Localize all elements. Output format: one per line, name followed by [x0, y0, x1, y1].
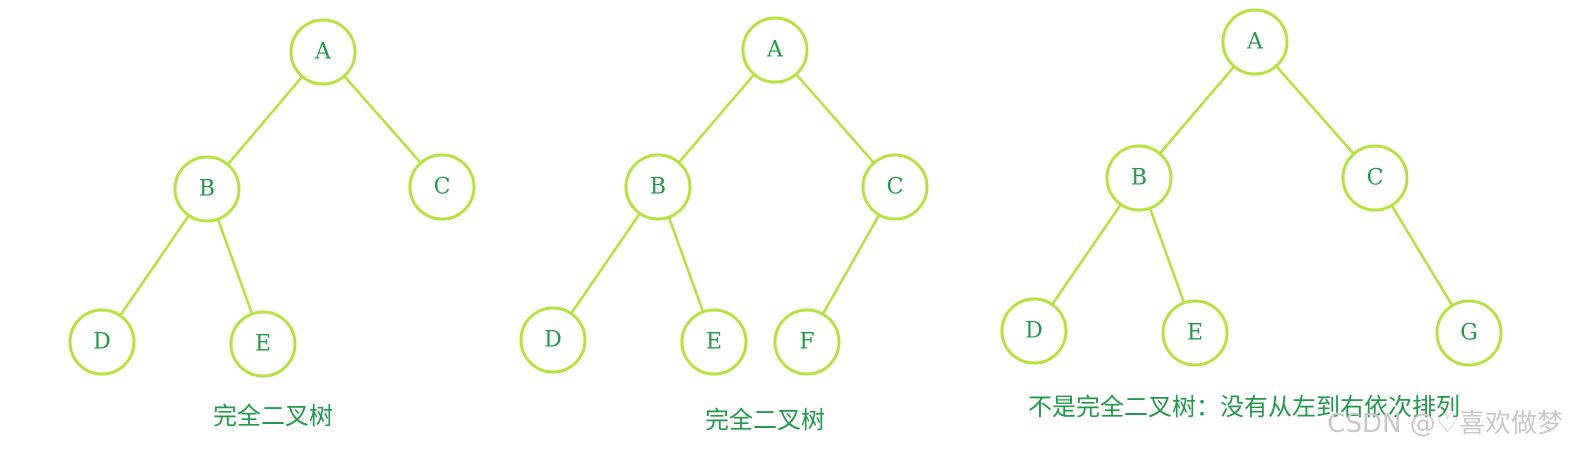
node-E: E: [680, 308, 748, 376]
node-D: D: [1000, 297, 1068, 365]
node-circle: [1341, 144, 1409, 212]
node-A: A: [741, 16, 809, 84]
node-circle: [680, 308, 748, 376]
node-label: A: [314, 40, 332, 65]
node-B: B: [1105, 144, 1173, 212]
node-circle: [624, 153, 692, 221]
caption-tree-2: 完全二叉树: [705, 406, 825, 434]
node-label: F: [799, 330, 814, 355]
node-A: A: [1221, 8, 1289, 76]
watermark: CSDN @♡喜欢做梦: [1327, 409, 1563, 439]
node-C: C: [408, 153, 476, 221]
edge-B-D: [569, 212, 642, 315]
edge-A-C: [1274, 64, 1356, 156]
node-label: D: [93, 330, 111, 355]
node-label: C: [1367, 166, 1384, 191]
node-label: A: [1246, 30, 1264, 55]
edge-A-B: [1158, 65, 1236, 155]
tree-2: A B C D E F: [519, 16, 929, 376]
node-label: B: [1131, 166, 1147, 191]
edge-B-D: [118, 214, 191, 317]
node-label: B: [650, 175, 666, 200]
node-label: E: [706, 330, 722, 355]
node-label: A: [766, 38, 784, 63]
node-circle: [741, 16, 809, 84]
node-circle: [1435, 299, 1503, 367]
node-label: E: [255, 332, 271, 357]
node-label: D: [1025, 319, 1043, 344]
node-label: D: [544, 328, 562, 353]
edge-B-E: [216, 217, 254, 316]
node-label: C: [887, 175, 904, 200]
node-G: G: [1435, 299, 1503, 367]
node-circle: [519, 306, 587, 374]
node-D: D: [68, 308, 136, 376]
edge-C-F: [821, 213, 881, 316]
node-circle: [173, 155, 241, 223]
node-B: B: [173, 155, 241, 223]
node-circle: [408, 153, 476, 221]
caption-tree-1: 完全二叉树: [213, 402, 333, 430]
node-E: E: [1161, 299, 1229, 367]
node-label: C: [434, 175, 451, 200]
node-label: B: [199, 177, 215, 202]
node-B: B: [624, 153, 692, 221]
node-circle: [229, 310, 297, 378]
node-label: G: [1460, 321, 1478, 346]
edge-B-E: [667, 215, 705, 314]
node-D: D: [519, 306, 587, 374]
node-C: C: [1341, 144, 1409, 212]
edge-B-D: [1050, 203, 1123, 306]
edge-A-C: [342, 74, 423, 165]
edge-B-E: [1148, 206, 1186, 305]
node-label: E: [1187, 321, 1203, 346]
tree-1: A B C D E: [68, 18, 476, 378]
node-F: F: [773, 308, 841, 376]
node-circle: [861, 153, 929, 221]
node-circle: [68, 308, 136, 376]
tree-3: A B C D E G: [1000, 8, 1503, 367]
node-C: C: [861, 153, 929, 221]
edge-A-B: [226, 75, 304, 166]
node-circle: [1105, 144, 1173, 212]
node-circle: [773, 308, 841, 376]
node-circle: [1221, 8, 1289, 76]
node-circle: [1161, 299, 1229, 367]
edge-C-G: [1390, 204, 1454, 307]
node-circle: [289, 18, 357, 86]
node-A: A: [289, 18, 357, 86]
node-E: E: [229, 310, 297, 378]
edge-A-B: [677, 73, 756, 164]
node-circle: [1000, 297, 1068, 365]
caption-tree-3: 不是完全二叉树：没有从左到右依次排列: [1028, 393, 1460, 421]
edge-A-C: [794, 72, 876, 165]
